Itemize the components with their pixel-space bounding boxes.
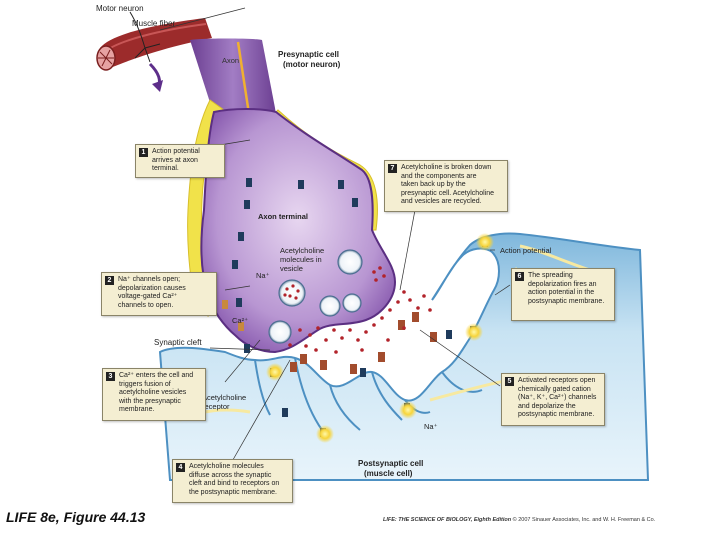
label-presynaptic-cell-sub: (motor neuron) [283, 60, 341, 69]
label-motor-neuron: Motor neuron [96, 4, 144, 13]
label-na-plus: Na⁺ [256, 271, 270, 280]
step-6-text: The spreading depolarization fires an ac… [528, 272, 605, 305]
label-muscle-fiber: Muscle fiber [132, 19, 176, 28]
leader-lines [159, 7, 511, 466]
step-6-callout: 6 The spreading depolarization fires an … [511, 268, 615, 321]
label-axon-terminal: Axon terminal [258, 212, 309, 221]
ach-receptors [290, 312, 437, 374]
label-action-potential: Action potential [500, 246, 552, 255]
step-2-text: Na⁺ channels open; depolarization causes… [118, 276, 186, 309]
step-7-callout: 7 Acetylcholine is broken down and the c… [384, 160, 508, 212]
step-1-number: 1 [139, 148, 148, 157]
ca-channels [222, 300, 244, 331]
step-3-text: Ca²⁺ enters the cell and triggers fusion… [119, 372, 194, 414]
step-7-text: Acetylcholine is broken down and the com… [401, 164, 494, 206]
label-postsynaptic-cell: Postsynaptic cell [358, 459, 424, 468]
step-5-text: Activated receptors open chemically gate… [518, 377, 597, 419]
step-2-number: 2 [105, 276, 114, 285]
label-ca-2plus: Ca²⁺ [232, 316, 249, 325]
acetylcholine-cleft [288, 266, 432, 354]
label-synaptic-cleft: Synaptic cleft [154, 338, 202, 347]
book-title: LIFE: THE SCIENCE OF BIOLOGY, Eighth Edi… [383, 517, 512, 523]
label-na-plus-lower: Na⁺ [424, 422, 438, 431]
step-4-number: 4 [176, 463, 185, 472]
step-4-text: Acetylcholine molecules diffuse across t… [189, 463, 280, 496]
label-ach-receptor: Acetylcholine receptor [202, 393, 247, 411]
step-5-callout: 5 Activated receptors open chemically ga… [501, 373, 605, 426]
step-6-number: 6 [515, 272, 524, 281]
step-3-callout: 3 Ca²⁺ enters the cell and triggers fusi… [102, 368, 206, 421]
label-ach-in-vesicle: Acetylcholine molecules in vesicle [280, 246, 325, 273]
label-presynaptic-cell: Presynaptic cell [278, 50, 339, 59]
step-7-number: 7 [388, 164, 397, 173]
copyright: © 2007 Sinauer Associates, Inc. and W. H… [512, 517, 656, 523]
depolarization-glows [266, 233, 494, 443]
label-postsynaptic-cell-sub: (muscle cell) [364, 469, 413, 478]
muscle-fiber-inset [96, 11, 212, 92]
step-4-callout: 4 Acetylcholine molecules diffuse across… [172, 459, 293, 503]
figure-title: LIFE 8e, Figure 44.13 [6, 509, 146, 525]
label-axon: Axon [222, 56, 240, 65]
step-1-text: Action potential arrives at axon termina… [152, 148, 200, 173]
axon-terminal [200, 108, 397, 354]
step-1-callout: 1 Action potential arrives at axon termi… [135, 144, 225, 178]
step-2-callout: 2 Na⁺ channels open; depolarization caus… [101, 272, 217, 316]
credit-line: LIFE: THE SCIENCE OF BIOLOGY, Eighth Edi… [383, 517, 655, 523]
step-5-number: 5 [505, 377, 514, 386]
step-3-number: 3 [106, 372, 115, 381]
